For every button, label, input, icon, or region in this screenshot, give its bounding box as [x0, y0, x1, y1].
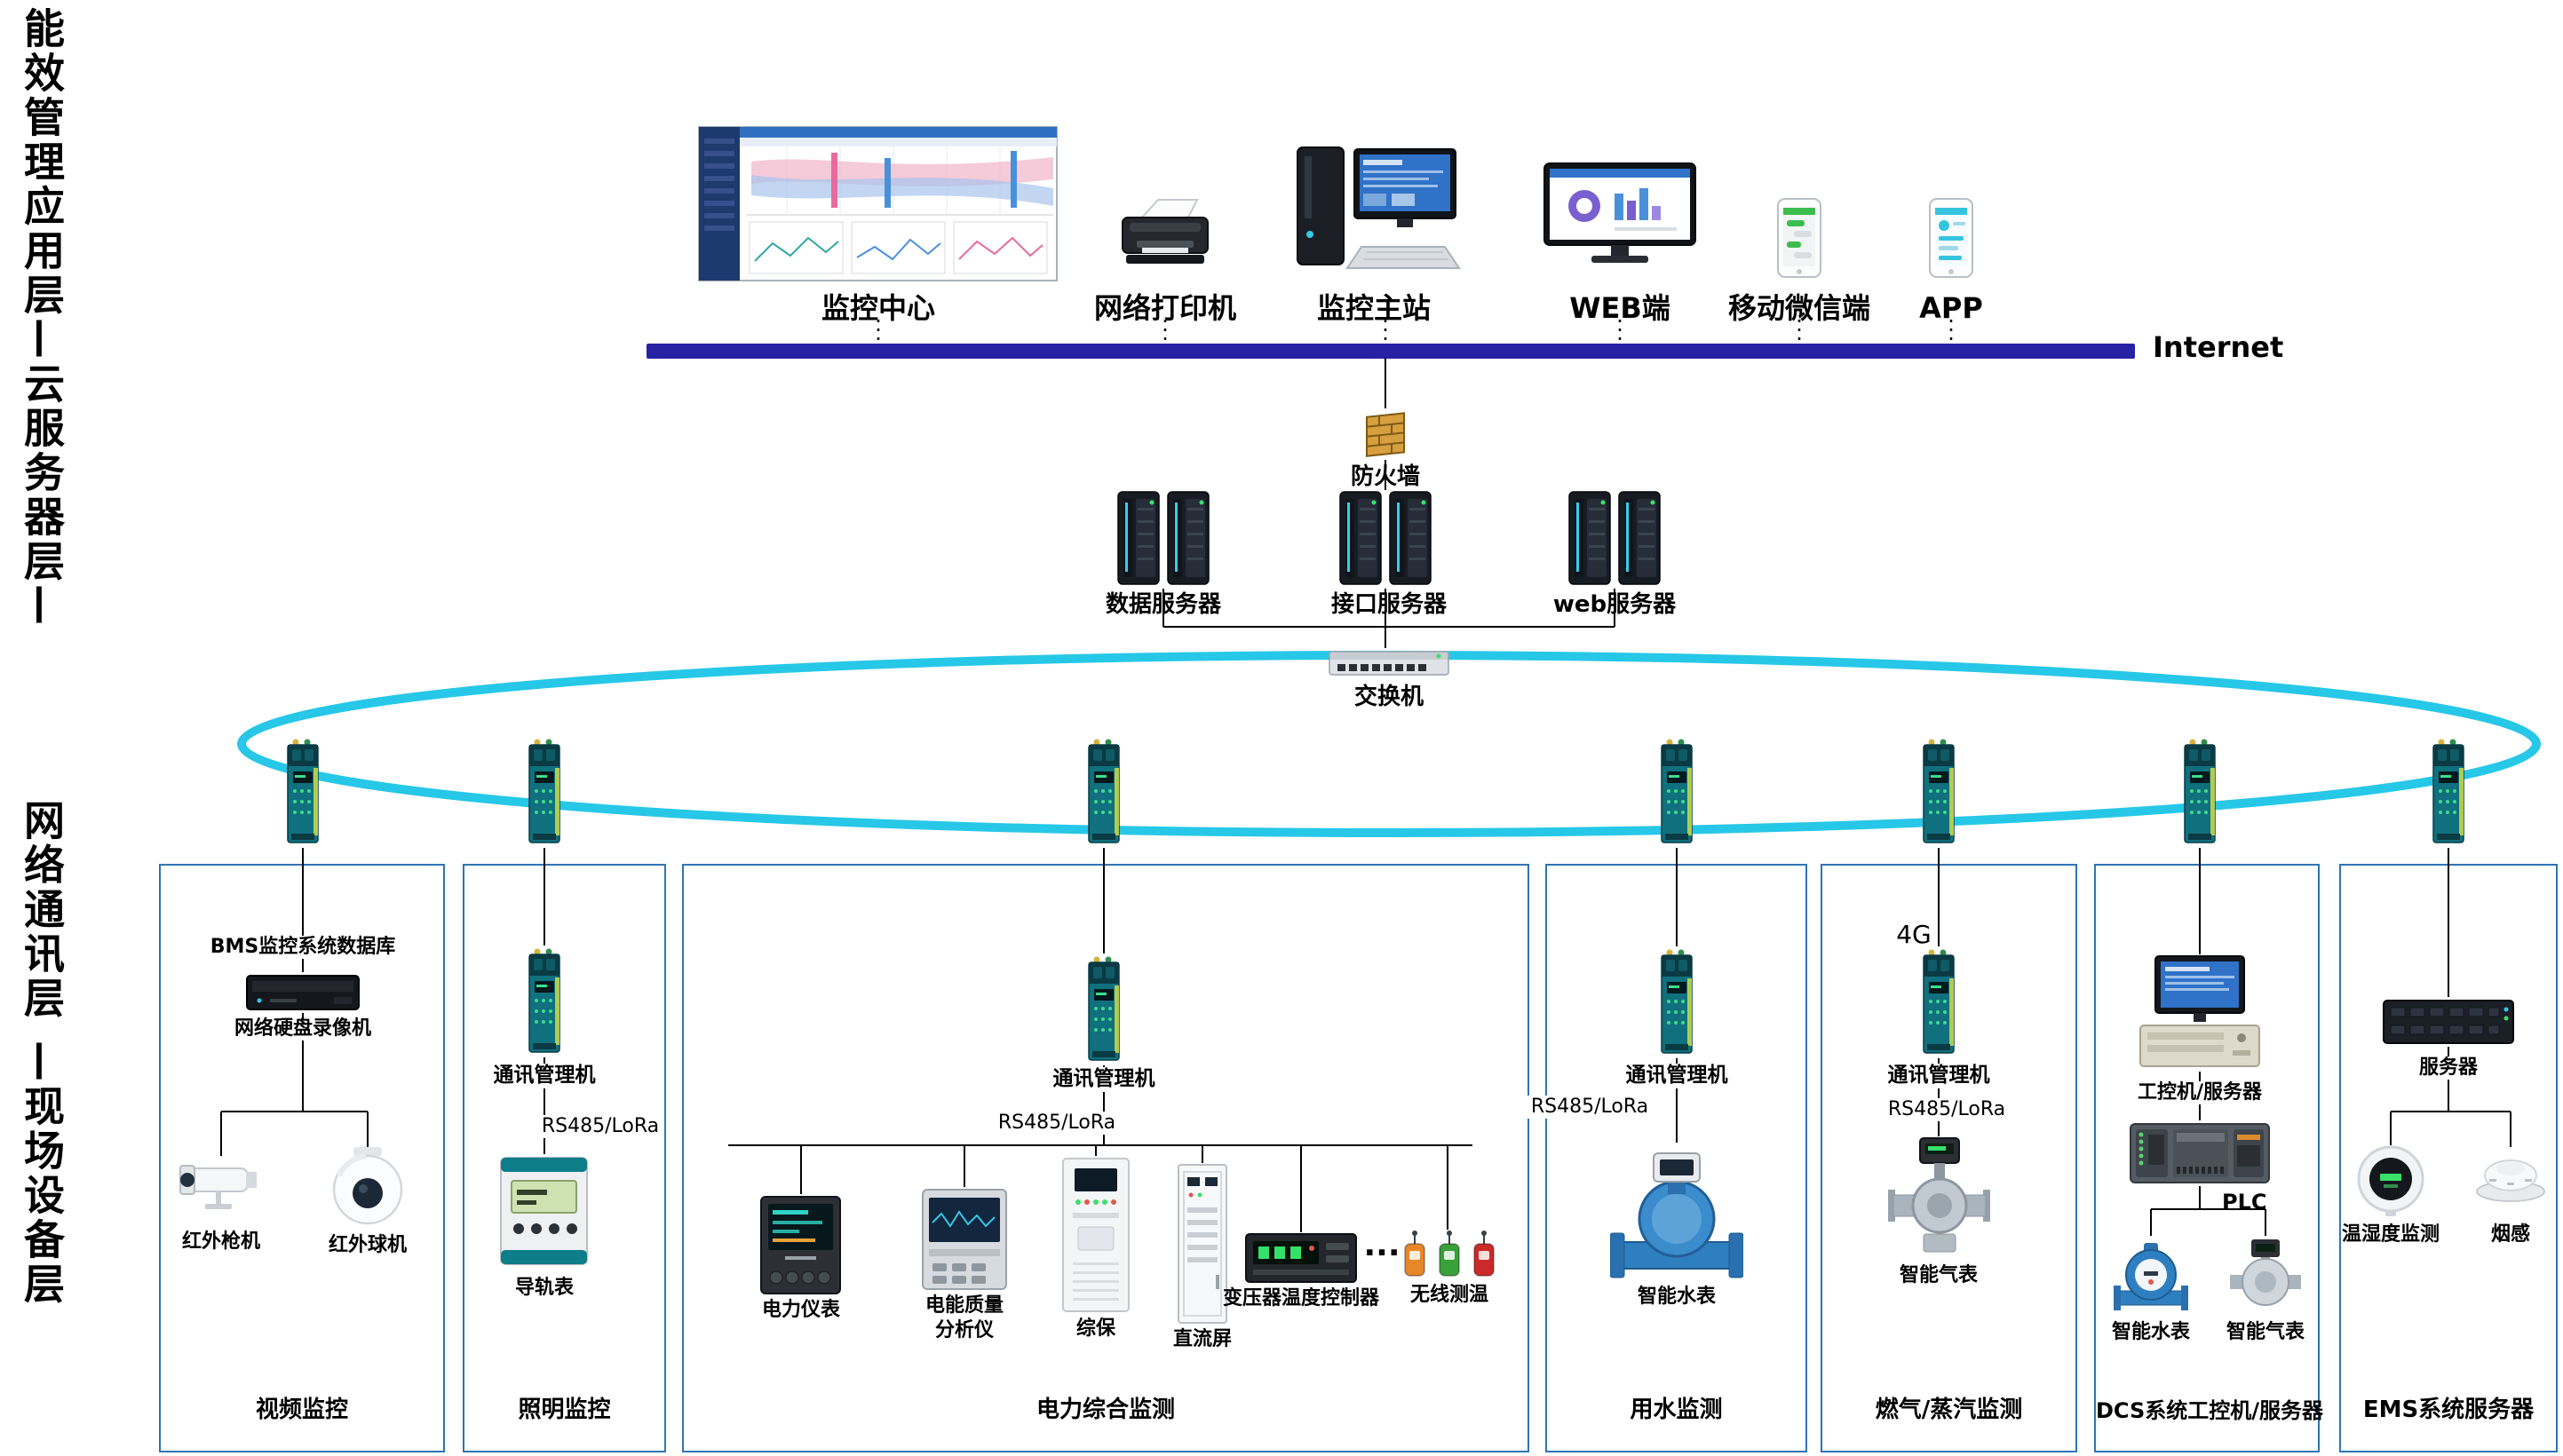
label-nvr: 网络硬盘录像机: [229, 1017, 377, 1041]
small-gas-meter-icon: [2228, 1236, 2303, 1318]
comm-manager-icon-6: [2180, 736, 2219, 848]
label-protection: 综保: [1071, 1318, 1121, 1341]
label-temp-humidity: 温湿度监测: [2341, 1223, 2440, 1246]
zone-title: 照明监控: [518, 1397, 611, 1423]
zone-title: 燃气/蒸汽监测: [1875, 1397, 2023, 1423]
power-meter-icon: [758, 1194, 843, 1296]
ellipsis-more-devices: ···: [1363, 1235, 1401, 1271]
label-din-rail-meter: 导轨表: [514, 1277, 575, 1299]
label-comm-manager: 通讯管理机: [1883, 1064, 1995, 1088]
din-rail-meter-icon: [497, 1154, 591, 1268]
zone-title: 视频监控: [255, 1397, 348, 1423]
comm-manager-icon-1: [283, 736, 322, 848]
label-bms-database: BMS监控系统数据库: [205, 936, 401, 960]
zone-title: DCS系统工控机/服务器: [2096, 1398, 2324, 1423]
industrial-pc-icon: [2133, 954, 2266, 1072]
transformer-temp-controller-icon: [1244, 1232, 1358, 1284]
dome-camera-icon: [327, 1145, 409, 1227]
label-small-gas-meter: 智能气表: [2226, 1321, 2305, 1343]
label-pq-analyzer-2: 分析仪: [934, 1319, 995, 1341]
label-wechat: 移动微信端: [1727, 291, 1871, 325]
data-server-icon: [1106, 488, 1221, 588]
label-bullet-camera: 红外枪机: [181, 1230, 261, 1253]
label-app: APP: [1919, 291, 1983, 325]
zone-title: EMS系统服务器: [2362, 1397, 2535, 1423]
comm-manager-icon-power: [1084, 954, 1123, 1065]
comm-manager-icon-2: [525, 736, 564, 848]
label-web-terminal: WEB端: [1569, 291, 1670, 325]
comm-manager-icon-gas: [1919, 946, 1958, 1058]
label-internet: Internet: [2153, 330, 2284, 364]
wireless-temp-sensor-icon-red: [1472, 1230, 1496, 1279]
wireless-temp-sensor-icon-orange: [1402, 1230, 1427, 1279]
interface-server-icon: [1328, 488, 1443, 588]
plc-icon: [2129, 1120, 2271, 1186]
nvr-icon: [245, 972, 361, 1013]
ems-server-icon: [2382, 997, 2515, 1047]
label-wireless-temp: 无线测温: [1409, 1284, 1489, 1306]
zone-title: 用水监测: [1630, 1397, 1723, 1423]
label-rs485: RS485/LoRa: [993, 1112, 1121, 1136]
label-comm-manager: 通讯管理机: [1621, 1064, 1733, 1088]
bullet-camera-icon: [177, 1154, 266, 1218]
label-plc: PLC: [2222, 1190, 2267, 1215]
label-industrial-pc: 工控机/服务器: [2132, 1081, 2267, 1105]
firewall-icon: [1365, 408, 1406, 458]
layer-label-app-cloud: 能效管理应用层—云服务器层—: [18, 7, 66, 629]
label-dc-panel: 直流屏: [1168, 1328, 1237, 1352]
app-phone-icon: [1928, 197, 1974, 279]
label-rs485: RS485/LoRa: [1883, 1098, 2011, 1122]
comm-manager-icon-7: [2429, 736, 2468, 848]
comm-manager-icon-4: [1657, 736, 1696, 848]
smart-gas-meter-icon: [1888, 1136, 1990, 1261]
wechat-phone-icon: [1776, 197, 1822, 279]
small-water-meter-icon: [2114, 1236, 2188, 1318]
label-water-meter: 智能水表: [1637, 1286, 1717, 1308]
master-station-icon: [1292, 135, 1461, 284]
web-server-icon: [1557, 488, 1672, 588]
label-small-water-meter: 智能水表: [2111, 1321, 2191, 1343]
label-smoke-detector: 烟感: [2490, 1223, 2531, 1246]
layer-label-field: —现场设备层: [18, 1041, 66, 1307]
zone-title: 电力综合监测: [1036, 1397, 1175, 1423]
label-transformer-temp: 变压器温度控制器: [1222, 1287, 1380, 1310]
comm-manager-icon-3: [1084, 736, 1123, 848]
dc-panel-icon: [1177, 1163, 1228, 1325]
label-ems-server: 服务器: [2414, 1056, 2483, 1080]
label-comm-manager: 通讯管理机: [488, 1064, 600, 1088]
label-pq-analyzer-1: 电能质量: [924, 1294, 1004, 1317]
smoke-detector-icon: [2473, 1147, 2548, 1204]
protection-relay-icon: [1060, 1156, 1131, 1314]
smart-water-meter-icon: [1610, 1143, 1743, 1283]
label-data-server: 数据服务器: [1105, 591, 1222, 618]
label-rs485: RS485/LoRa: [1526, 1096, 1654, 1120]
layer-label-network: 网络通讯层: [18, 799, 66, 1021]
temp-humidity-sensor-icon: [2353, 1143, 2428, 1218]
label-switch: 交换机: [1349, 684, 1429, 712]
network-printer-icon: [1112, 191, 1218, 275]
label-4g: 4G: [1896, 920, 1932, 949]
switch-icon: [1329, 648, 1449, 678]
label-gas-meter: 智能气表: [1899, 1264, 1979, 1286]
wireless-temp-sensor-icon-green: [1437, 1230, 1462, 1279]
pq-analyzer-icon: [920, 1187, 1009, 1292]
internet-backbone: [647, 344, 2135, 359]
label-dome-camera: 红外球机: [328, 1234, 408, 1256]
label-web-server: web服务器: [1552, 591, 1677, 618]
label-rs485: RS485/LoRa: [536, 1115, 664, 1139]
label-monitor-center: 监控中心: [821, 291, 936, 325]
label-firewall: 防火墙: [1350, 463, 1421, 490]
web-terminal-icon: [1540, 162, 1700, 270]
comm-manager-icon-5: [1919, 736, 1958, 848]
label-comm-manager: 通讯管理机: [1048, 1067, 1160, 1092]
comm-manager-icon-water: [1657, 946, 1696, 1058]
label-interface-server: 接口服务器: [1330, 591, 1448, 618]
label-printer: 网络打印机: [1093, 291, 1237, 325]
monitor-center-icon: [698, 126, 1058, 281]
label-power-meter: 电力仪表: [761, 1299, 841, 1321]
label-master-station: 监控主站: [1316, 291, 1432, 325]
comm-manager-icon-lighting: [525, 946, 564, 1057]
